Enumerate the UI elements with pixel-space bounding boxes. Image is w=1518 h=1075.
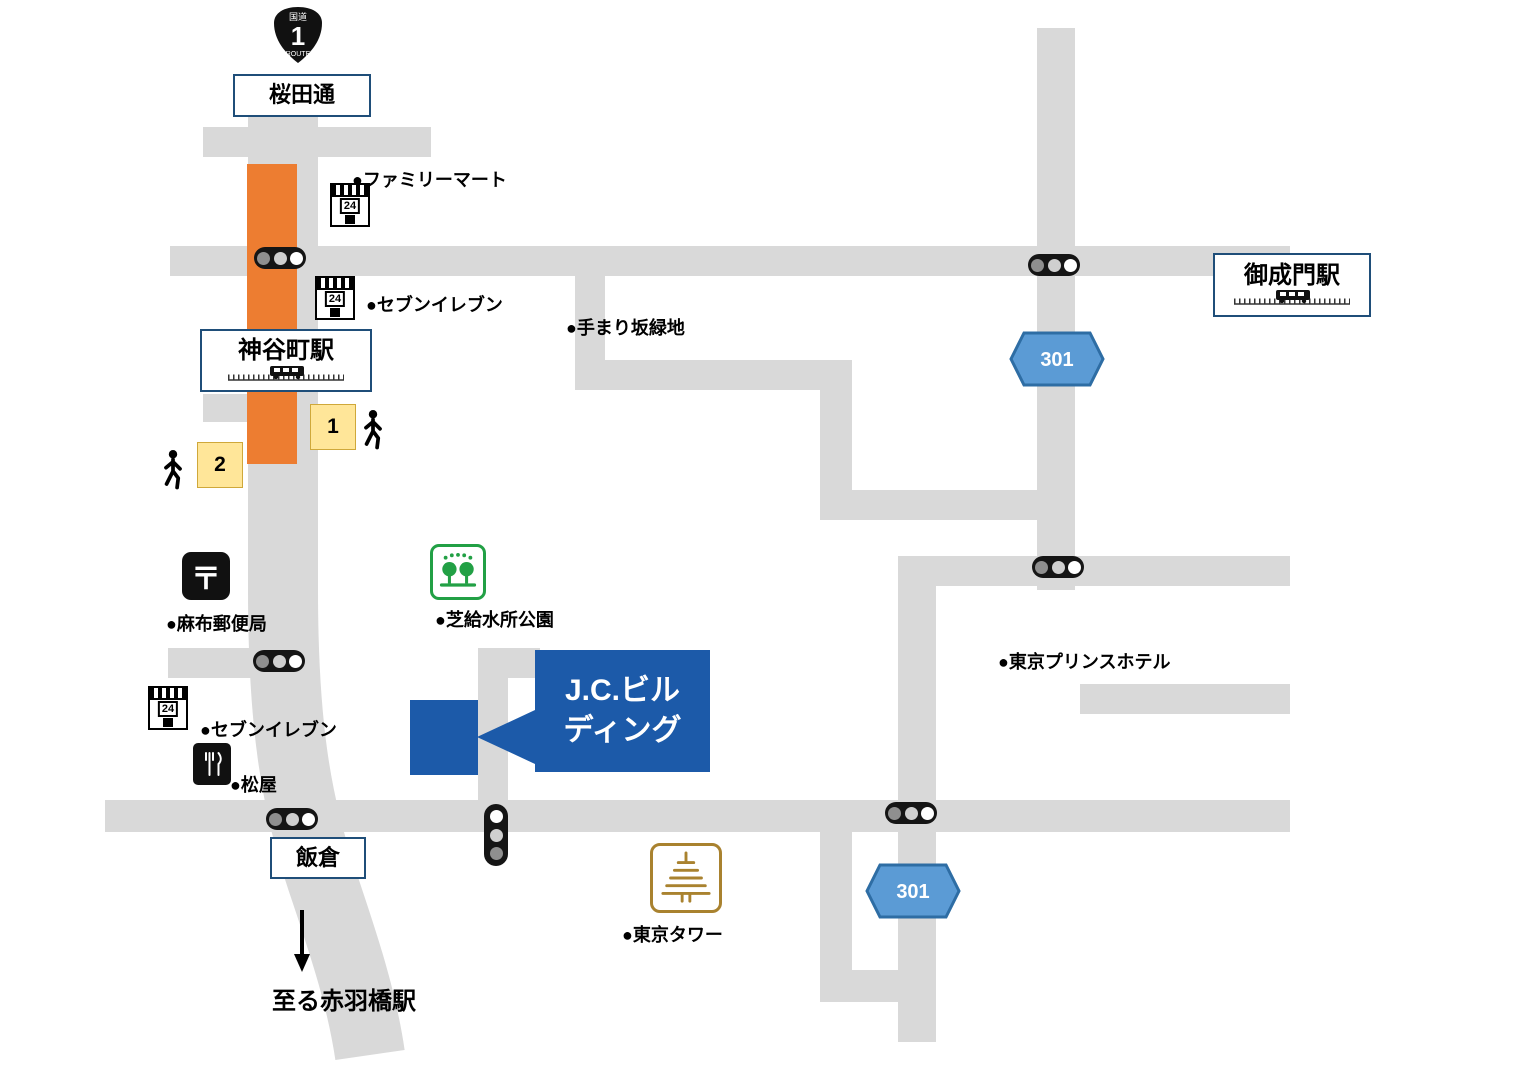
onarimon-station-sign: 御成門駅 <box>1213 253 1371 317</box>
azabu-post-office-label: ●麻布郵便局 <box>166 614 267 634</box>
route-1-shield: 国道 1 ROUTE <box>274 7 322 63</box>
route-1-number-text: 1 <box>291 21 305 51</box>
road-east-horizontal <box>898 556 1290 586</box>
temarizaka-green-label: ●手まり坂緑地 <box>566 318 685 338</box>
traffic-light-postoffice <box>253 650 305 672</box>
store-door <box>345 215 355 224</box>
sakurada-dori-sign: 桜田通 <box>233 74 371 117</box>
down-arrow-icon <box>294 910 310 972</box>
jc-building-footprint <box>410 700 478 775</box>
road-temarizaka-horizontal <box>575 360 852 390</box>
road-prince-horizontal <box>1080 684 1290 714</box>
route-301-number-text: 301 <box>896 881 929 903</box>
kamiyacho-station-sign: 神谷町駅 <box>200 329 372 392</box>
traffic-light-bottom-east <box>885 802 937 824</box>
store-door <box>163 718 173 727</box>
road-top-west <box>203 127 431 157</box>
exit-1-number: 1 <box>327 415 339 438</box>
store-awning <box>332 185 368 197</box>
seven-eleven-north-store-icon: 24 <box>315 276 355 320</box>
traffic-light-jc-vertical <box>484 804 508 866</box>
road-main-horizontal <box>170 246 1290 276</box>
to-akabanebashi-note: 至る赤羽橋駅 <box>272 988 416 1015</box>
station-exit-2: 2 <box>197 442 243 488</box>
road-mid-horizontal <box>820 490 1075 520</box>
store-24-badge: 24 <box>339 198 361 214</box>
shiba-park-label: ●芝給水所公園 <box>435 610 554 630</box>
park-trees-icon <box>439 552 477 587</box>
store-24-badge: 24 <box>157 701 179 717</box>
iikura-label: 飯倉 <box>295 844 340 870</box>
matsuya-label: ●松屋 <box>230 775 277 795</box>
jc-building-name-line2: ディング <box>563 714 682 747</box>
familymart-store-icon: 24 <box>330 183 370 227</box>
tokyo-tower-label: ●東京タワー <box>622 925 723 945</box>
station-exit-1: 1 <box>310 404 356 450</box>
restaurant-icon <box>193 743 231 785</box>
jc-callout-pointer <box>477 710 535 764</box>
road-temarizaka-stub-north <box>575 274 605 370</box>
post-office-icon: 〒 <box>182 552 230 600</box>
seven-eleven-south-label: ●セブンイレブン <box>200 720 337 740</box>
familymart-label: ●ファミリーマート <box>352 170 507 190</box>
park-icon <box>430 544 486 600</box>
store-awning <box>150 688 186 700</box>
jc-building-name-line1: J.C.ビル <box>564 673 681 707</box>
traffic-light-iikura <box>266 808 318 830</box>
pedestrian-icon-exit1 <box>364 410 382 450</box>
tokyo-prince-hotel-label: ●東京プリンスホテル <box>998 652 1171 672</box>
tokyo-tower-icon <box>650 843 722 913</box>
route-301-number-text: 301 <box>1040 349 1073 371</box>
postal-mark: 〒 <box>191 563 221 596</box>
traffic-light-east-north <box>1028 254 1080 276</box>
onarimon-station-label: 御成門駅 <box>1244 261 1340 289</box>
road-east-vertical-south <box>898 556 936 1042</box>
jc-building-callout: J.C.ビル ディング <box>535 650 710 772</box>
traffic-light-east-mid <box>1032 556 1084 578</box>
store-awning <box>317 278 353 290</box>
store-24-badge: 24 <box>324 291 346 307</box>
seven-eleven-north-label: ●セブンイレブン <box>366 295 503 315</box>
route-301-sign-north: 301 <box>1009 331 1105 387</box>
road-bottom-mid-horizontal <box>820 970 932 1002</box>
train-track-icon <box>228 365 344 381</box>
seven-eleven-south-store-icon: 24 <box>148 686 188 730</box>
metro-line-segment <box>247 164 297 464</box>
iikura-sign: 飯倉 <box>270 837 366 879</box>
train-track-icon <box>1234 290 1350 305</box>
route-1-word-text: ROUTE <box>286 51 311 58</box>
sakurada-dori-label: 桜田通 <box>268 82 335 108</box>
store-door <box>330 308 340 317</box>
fork-knife-icon <box>205 752 222 776</box>
pedestrian-icon-exit2 <box>164 450 182 490</box>
exit-2-number: 2 <box>214 453 226 476</box>
route-301-sign-south: 301 <box>865 863 961 919</box>
route-1-kokudo-text: 国道 <box>289 11 307 22</box>
traffic-light-kamiyacho-north <box>254 247 306 269</box>
pagoda-icon <box>661 851 711 903</box>
kamiyacho-station-label: 神谷町駅 <box>238 337 334 365</box>
